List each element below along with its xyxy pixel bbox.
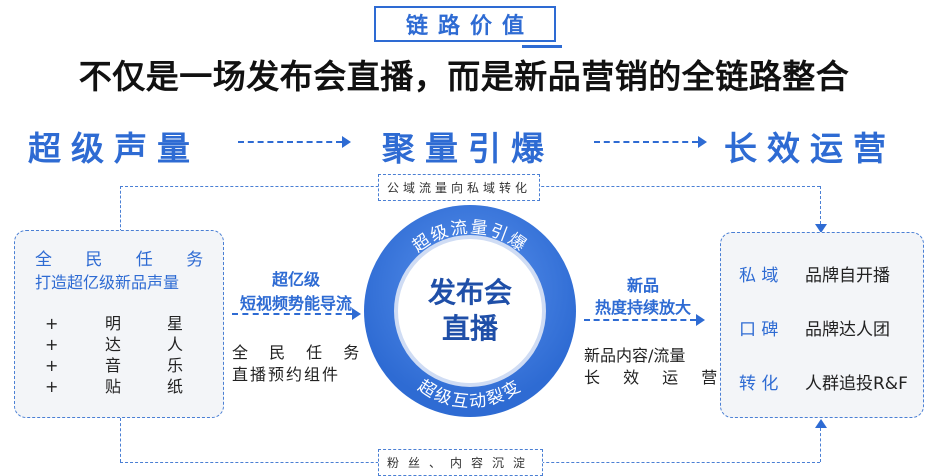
left-mid-sub-1: 全 民 任 务 — [232, 343, 368, 362]
left-mid-sub-2: 直播预约组件 — [232, 365, 341, 384]
right-row-value: 品牌自开播 — [805, 266, 890, 286]
arrow-right-icon — [696, 314, 705, 326]
right-panel: 私 域 品牌自开播 口 碑 品牌达人团 转 化 人群追投R&F — [720, 232, 924, 418]
list-item: +达人 — [45, 335, 184, 354]
stage-3: 长效运营 — [724, 129, 896, 168]
list-item: +贴纸 — [45, 377, 184, 396]
arrow-right-icon — [352, 308, 361, 320]
right-row-value: 人群追投R&F — [805, 374, 908, 394]
right-mid-sub-1: 新品内容/流量 — [584, 346, 686, 365]
center-title: 发布会 直播 — [427, 276, 512, 345]
stage-1: 超级声量 — [28, 129, 200, 168]
arrow-head-icon — [698, 136, 707, 148]
left-mid-title-1: 超亿级 — [271, 270, 320, 289]
bottom-right-connector — [820, 428, 821, 462]
top-flow-label: 公域流量向私域转化 — [378, 174, 541, 201]
bottom-left-connector — [120, 418, 121, 462]
left-mid-title-2: 短视频势能导流 — [239, 294, 352, 313]
left-panel-list: +明星 +达人 +音乐 +贴纸 — [45, 313, 205, 397]
right-mid-title-1: 新品 — [626, 276, 659, 295]
stage-2: 聚量引爆 — [382, 129, 554, 168]
bottom-flow-label: 粉丝、内容沉淀 — [378, 449, 544, 476]
right-row-key: 口 碑 — [739, 320, 779, 340]
list-item: +明星 — [45, 314, 184, 333]
right-row-key: 转 化 — [739, 374, 779, 394]
arrow-up-icon — [815, 419, 827, 428]
right-mid-title-2: 热度持续放大 — [594, 298, 691, 317]
list-item: +音乐 — [45, 356, 184, 375]
center-circle: 发布会 直播 — [394, 235, 546, 387]
right-row-key: 私 域 — [739, 266, 779, 286]
arrow-down-icon — [815, 224, 827, 233]
left-panel-subtitle: 打造超亿级新品声量 — [35, 273, 180, 292]
left-panel-title: 全 民 任 务 — [35, 250, 218, 270]
stage-arrow-2 — [594, 141, 698, 143]
top-right-connector — [820, 186, 821, 224]
arrow-head-icon — [342, 136, 351, 148]
headline: 不仅是一场发布会直播，而是新品营销的全链路整合 — [78, 57, 850, 96]
left-panel: 全 民 任 务 打造超亿级新品声量 +明星 +达人 +音乐 +贴纸 — [14, 230, 224, 418]
right-mid-arrow — [584, 319, 696, 321]
right-mid-sub-2: 长 效 运 营 — [584, 368, 727, 387]
section-tag: 链路价值 — [374, 6, 562, 48]
stage-arrow-1 — [238, 141, 342, 143]
right-row-value: 品牌达人团 — [805, 320, 890, 340]
left-mid-arrow — [232, 313, 352, 315]
top-left-connector — [120, 186, 121, 232]
